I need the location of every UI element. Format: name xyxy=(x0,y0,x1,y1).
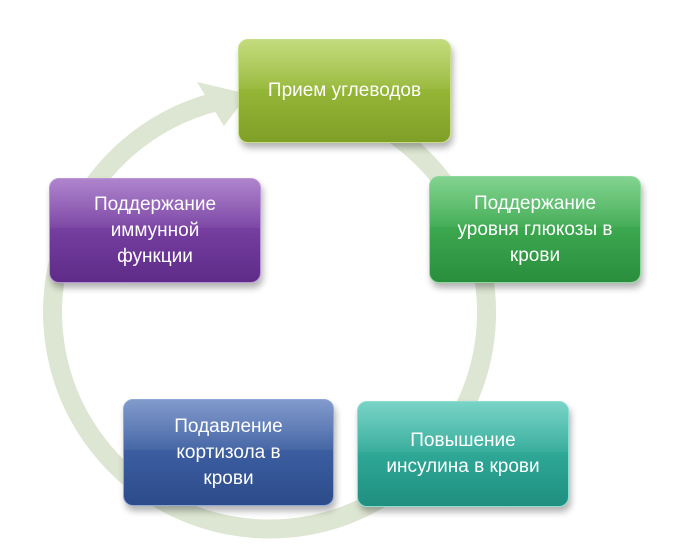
node-label: Поддержание уровня глюкозы в крови xyxy=(457,192,613,266)
node-carbohydrate-intake: Прием углеводов xyxy=(238,39,451,143)
node-insulin-increase: Повышение инсулина в крови xyxy=(357,401,569,507)
node-label: Прием углеводов xyxy=(267,80,422,101)
node-immune-support: Поддержание иммунной функции xyxy=(49,178,261,283)
node-label: Поддержание иммунной функции xyxy=(93,193,217,267)
node-blood-glucose: Поддержание уровня глюкозы в крови xyxy=(429,176,641,283)
cycle-arrowhead xyxy=(197,82,248,126)
node-cortisol-suppression: Подавление кортизола в крови xyxy=(123,399,334,506)
node-label: Подавление кортизола в крови xyxy=(174,415,283,489)
node-label: Повышение инсулина в крови xyxy=(386,430,540,477)
